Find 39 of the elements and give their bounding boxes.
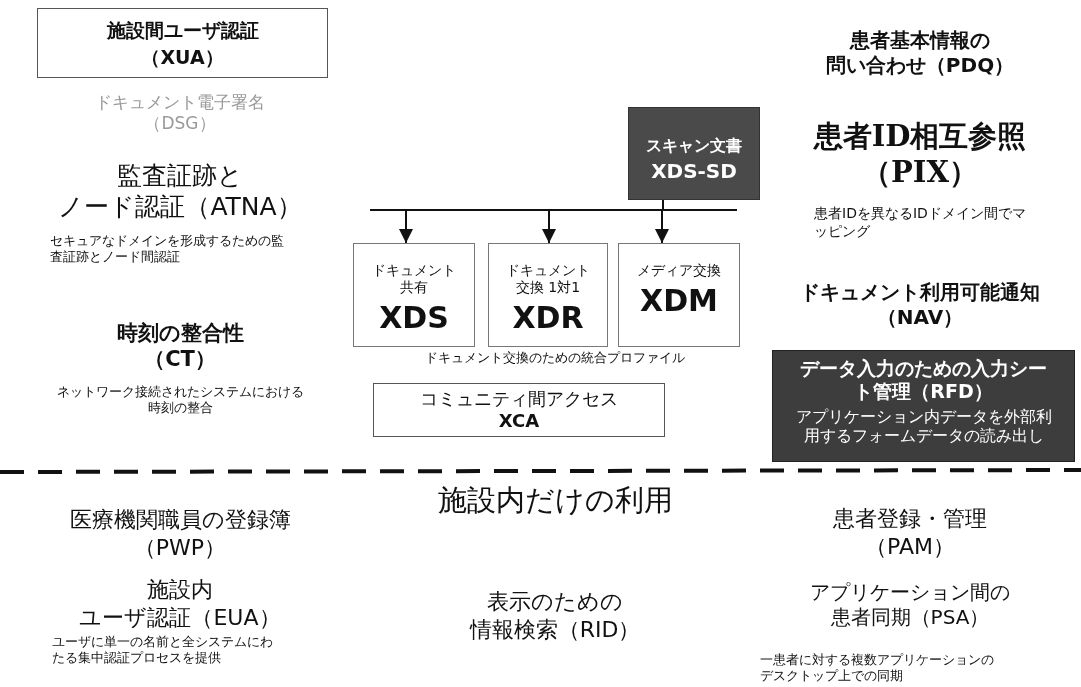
description-text: セキュアなドメインを形成するための監査証跡とノード間認証 [50, 233, 284, 266]
profile-box [628, 107, 760, 200]
profile-title: 監査証跡とノード認証（ATNA） [58, 160, 302, 223]
profile-name: スキャン文書 [646, 136, 742, 156]
profile-title: 患者基本情報の問い合わせ（PDQ） [825, 28, 1015, 78]
profile-title: 患者登録・管理（PAM） [833, 505, 987, 560]
profile-title: ドキュメント利用可能通知（NAV） [800, 280, 1040, 330]
profile-box [373, 383, 665, 437]
description-text: 一患者に対する複数アプリケーションのデスクトップ上での同期 [760, 652, 994, 685]
profile-title: 表示のための情報検索（RID） [469, 588, 641, 643]
section-title: 施設内だけの利用 [437, 482, 673, 519]
profile-box [353, 243, 475, 347]
description-text: ネットワーク接続されたシステムにおける時刻の整合 [56, 384, 304, 417]
caption: ドキュメント交換のための統合プロファイル [425, 350, 685, 367]
profile-box [37, 8, 328, 78]
profile-name: コミュニティ間アクセス [420, 388, 618, 410]
profile-title: 施設内ユーザ認証（EUA） [79, 576, 281, 631]
profile-code: XDM [640, 282, 718, 319]
profile-title: ドキュメント電子署名（DSG） [95, 92, 265, 135]
profile-box [488, 243, 608, 347]
profile-code: XDR [512, 299, 584, 336]
profile-name: メディア交換 [637, 262, 721, 279]
profile-code: XDS [379, 299, 449, 336]
profile-title: 患者ID相互参照（PIX） [813, 118, 1027, 191]
profile-code: （XUA） [141, 45, 224, 69]
profile-title: 医療機関職員の登録簿（PWP） [69, 506, 291, 561]
profile-box [772, 350, 1075, 462]
profile-code: XDS-SD [651, 159, 737, 184]
profile-name: ドキュメント共有 [372, 262, 456, 296]
description-text: ユーザに単一の名前と全システムにわたる集中認証プロセスを提供 [52, 634, 273, 667]
profile-title: 時刻の整合性（CT） [116, 320, 244, 373]
profile-title: アプリケーション間の患者同期（PSA） [810, 580, 1010, 630]
description-text: 患者IDを異なるIDドメイン間でマッピング [814, 205, 1026, 240]
profile-name: ドキュメント交換 1対1 [506, 262, 590, 296]
profile-name: 施設間ユーザ認証 [106, 19, 259, 42]
profile-code: XCA [498, 409, 540, 432]
profile-name: データ入力のための入力シート管理（RFD） [800, 357, 1047, 403]
description-text: アプリケーション内データを外部利用するフォームデータの読み出し [795, 406, 1052, 445]
profile-box [618, 243, 740, 347]
